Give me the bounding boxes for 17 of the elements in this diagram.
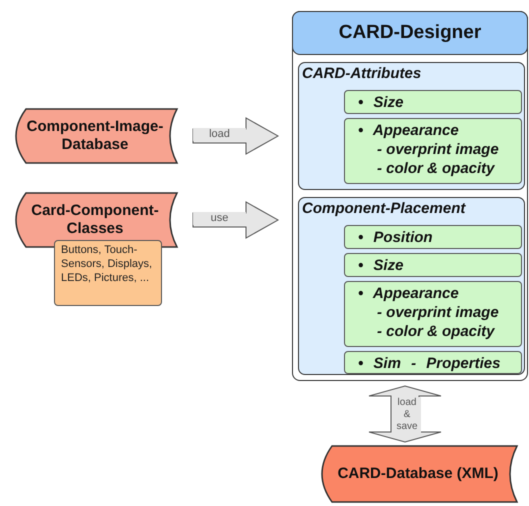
panel-title: Component-Placement xyxy=(302,200,466,217)
database-shape: CARD-Database (XML) xyxy=(318,445,518,503)
attribute-item: • Position xyxy=(344,225,522,249)
panel-title: CARD-Attributes xyxy=(302,65,422,82)
edge-label: load xyxy=(193,128,246,141)
attribute-panel xyxy=(298,197,525,375)
attribute-item: • Sim - Properties xyxy=(344,351,522,374)
attribute-item: • Size xyxy=(344,253,522,277)
attribute-item: • Size xyxy=(344,90,522,114)
window-header: CARD-Designer xyxy=(292,11,528,55)
edge-label: use xyxy=(193,212,246,225)
attribute-panel xyxy=(298,62,525,190)
attribute-item: • Appearance - overprint image - color & opacity xyxy=(344,118,522,184)
attribute-item: • Appearance - overprint image - color & opacity xyxy=(344,281,522,347)
designer-window xyxy=(292,11,528,381)
data-store-shape: Component-Image-Database xyxy=(12,108,178,164)
note-box: Buttons, Touch-Sensors, Displays, LEDs, Pictures, ... xyxy=(54,240,162,306)
